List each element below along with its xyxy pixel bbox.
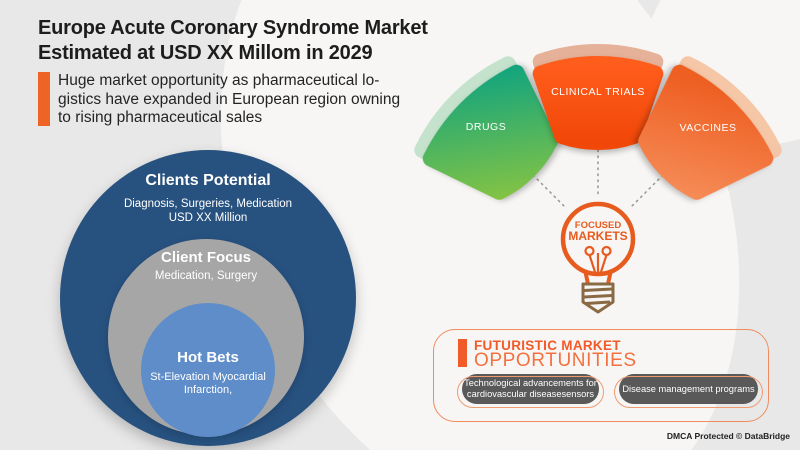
petal-vaccines-shape xyxy=(638,64,774,200)
bulb-text-line2: MARKETS xyxy=(568,229,627,243)
accent-bar xyxy=(38,72,50,126)
petal-vaccines xyxy=(638,56,782,200)
petal-drugs-label: DRUGS xyxy=(466,121,506,133)
opportunities-heading-bottom: OPPORTUNITIES xyxy=(474,350,637,371)
bulb-glass xyxy=(560,201,636,277)
highlight-text: Huge market opportunity as pharmaceutica… xyxy=(58,72,401,126)
lightbulb-icon: FOCUSED MARKETS xyxy=(560,201,636,314)
page-title: Europe Acute Coronary Syndrome Market Es… xyxy=(38,17,428,64)
petal-clinical-shape xyxy=(532,56,664,150)
clients-potential-desc: Diagnosis, Surgeries, Medication USD XX … xyxy=(123,198,293,224)
petal-drugs-shape xyxy=(422,64,558,200)
bulb-base xyxy=(581,282,615,314)
petal-clinical-label: CLINICAL TRIALS xyxy=(551,86,645,98)
hot-bets-title: Hot Bets xyxy=(177,349,239,366)
petal-clinical-trials xyxy=(532,44,664,150)
opportunities-heading-top: FUTURISTIC MARKET xyxy=(474,338,621,353)
hot-bets-desc: St-Elevation Myocardial Infarction, xyxy=(150,371,266,396)
petal-vaccines-label: VACCINES xyxy=(680,122,737,134)
opportunity-pill-tech: Technological advancements for cardiovas… xyxy=(457,374,604,408)
bulb-text-line1: FOCUSED xyxy=(575,220,622,231)
bulb-neck xyxy=(583,269,613,285)
bulb-filament xyxy=(584,245,612,273)
clients-potential-title: Clients Potential xyxy=(145,172,271,189)
dmca-watermark: DMCA Protected © DataBridge xyxy=(666,431,790,441)
petal-drugs xyxy=(414,56,558,200)
highlight-block: Huge market opportunity as pharmaceutica… xyxy=(38,72,400,128)
client-focus-desc: Medication, Surgery xyxy=(154,270,258,282)
client-focus-title: Client Focus xyxy=(160,249,251,266)
opportunity-pill-disease: Disease management programs xyxy=(614,374,763,408)
opportunities-accent-bar xyxy=(458,339,467,367)
dotted-connectors xyxy=(523,149,673,210)
hot-bets-circle: Hot Bets St-Elevation Myocardial Infarct… xyxy=(141,303,275,437)
opportunities-panel: FUTURISTIC MARKET OPPORTUNITIES Technolo… xyxy=(433,329,769,422)
